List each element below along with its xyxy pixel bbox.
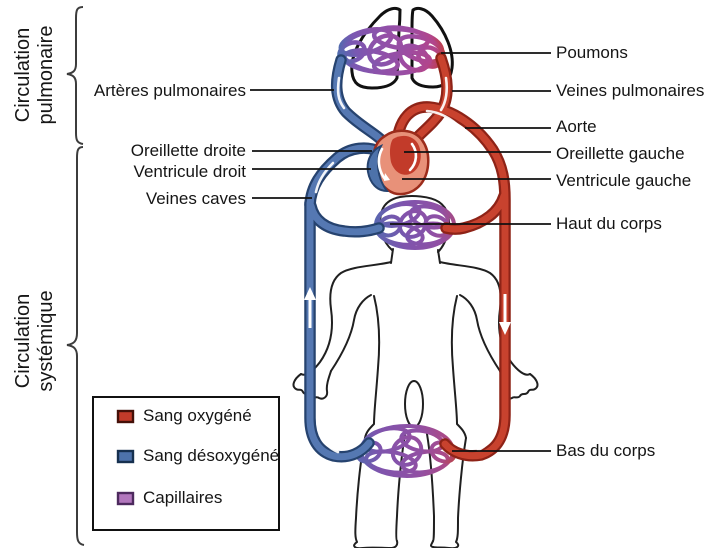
section-title-pulmonary-line2: pulmonaire bbox=[35, 25, 57, 125]
section-title-systemic-line1: Circulation bbox=[12, 293, 34, 389]
label-ventricule-droit: Ventricule droit bbox=[133, 162, 246, 181]
legend-label-deoxygenated: Sang désoxygéné bbox=[143, 446, 280, 465]
label-aorte: Aorte bbox=[556, 117, 597, 136]
lung-capillaries bbox=[337, 25, 446, 76]
capillaries-swatch-icon bbox=[116, 491, 135, 505]
legend-item-capillaries: Capillaires bbox=[116, 488, 222, 508]
label-veines-caves: Veines caves bbox=[145, 189, 246, 208]
label-haut-du-corps: Haut du corps bbox=[556, 214, 662, 233]
section-title-pulmonary-line1: Circulation bbox=[12, 27, 34, 123]
legend-item-oxygenated: Sang oxygéné bbox=[116, 406, 252, 426]
label-oreillette-droite: Oreillette droite bbox=[130, 141, 246, 160]
legend-label-oxygenated: Sang oxygéné bbox=[143, 406, 252, 425]
section-title-systemic: Circulation systémique bbox=[12, 241, 60, 441]
legend-box: Sang oxygéné Sang désoxygéné Capillaires bbox=[92, 396, 280, 531]
artery-down-arrow bbox=[499, 294, 511, 335]
systemic-bracket bbox=[66, 146, 85, 546]
pulmonary-bracket bbox=[66, 6, 84, 145]
heart bbox=[366, 129, 430, 196]
label-ventricule-gauche: Ventricule gauche bbox=[556, 171, 692, 190]
artery-vessels bbox=[391, 52, 511, 462]
label-bas-du-corps: Bas du corps bbox=[556, 441, 656, 460]
section-title-pulmonary: Circulation pulmonaire bbox=[12, 0, 60, 150]
label-arteres-pulmonaires: Artères pulmonaires bbox=[93, 81, 246, 100]
section-title-systemic-line2: systémique bbox=[35, 290, 57, 392]
label-oreillette-gauche: Oreillette gauche bbox=[556, 144, 685, 163]
legend-item-deoxygenated: Sang désoxygéné bbox=[116, 446, 279, 466]
legend-label-capillaires: Capillaires bbox=[143, 488, 223, 507]
body-outline bbox=[292, 195, 539, 548]
label-poumons: Poumons bbox=[556, 43, 628, 62]
label-veines-pulmonaires: Veines pulmonaires bbox=[556, 81, 705, 100]
deoxygenated-swatch-icon bbox=[116, 449, 135, 463]
vein-vessels bbox=[304, 54, 393, 463]
oxygenated-swatch-icon bbox=[116, 409, 135, 423]
vein-up-arrow bbox=[304, 287, 316, 328]
leader-lines bbox=[250, 52, 551, 452]
vessel-highlights bbox=[314, 76, 498, 454]
